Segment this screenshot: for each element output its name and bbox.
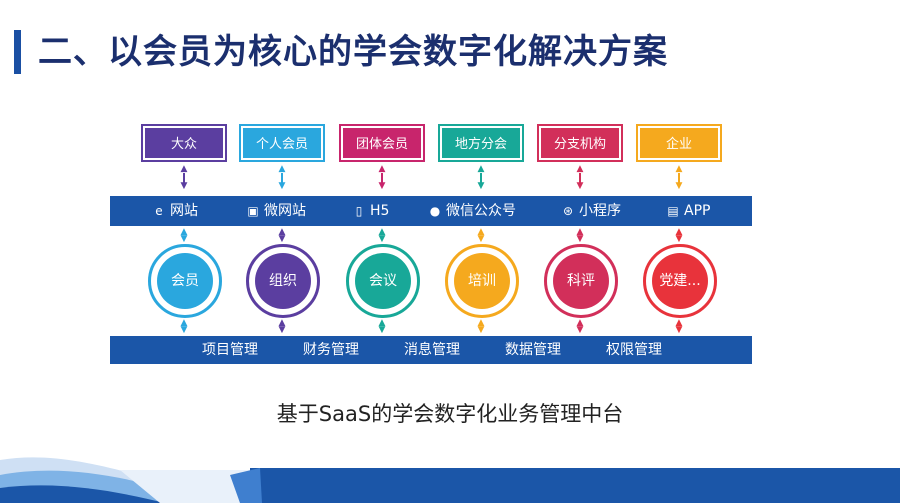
phone-icon: ▯	[355, 204, 363, 218]
top-box-4: 分支机构	[537, 124, 623, 162]
title-accent-bar	[14, 30, 21, 74]
channel-app: ▤ APP	[666, 196, 710, 226]
internet-explorer-icon: e	[155, 204, 163, 218]
top-box-3: 地方分会	[438, 124, 524, 162]
module-label: 会议	[355, 253, 411, 309]
channel-label: 微信公众号	[446, 203, 516, 219]
app-icon: ▤	[667, 204, 679, 218]
management-band	[110, 336, 752, 364]
channel-h5: ▯ H5	[352, 196, 390, 226]
double-arrow-icon: ▲▼	[180, 318, 188, 335]
channel-website: e 网站	[152, 196, 198, 226]
double-arrow-icon: ▲▼	[675, 164, 683, 191]
module-circle-5: 党建...	[643, 244, 717, 318]
channel-label: 小程序	[579, 203, 621, 219]
management-item-4: 权限管理	[606, 342, 662, 358]
channel-label: 网站	[170, 203, 198, 219]
double-arrow-icon: ▲▼	[576, 227, 584, 244]
module-circle-2: 会议	[346, 244, 420, 318]
double-arrow-icon: ▲▼	[180, 227, 188, 244]
module-label: 科评	[553, 253, 609, 309]
module-circle-3: 培训	[445, 244, 519, 318]
channel-label: H5	[370, 203, 390, 219]
double-arrow-icon: ▲▼	[477, 227, 485, 244]
caption: 基于SaaS的学会数字化业务管理中台	[276, 402, 624, 426]
top-box-label: 个人会员	[255, 137, 308, 152]
top-box-label: 团体会员	[355, 137, 408, 152]
double-arrow-icon: ▲▼	[180, 164, 188, 191]
module-circle-4: 科评	[544, 244, 618, 318]
top-box-label: 分支机构	[553, 137, 606, 152]
management-item-0: 项目管理	[202, 342, 258, 358]
module-label: 组织	[255, 253, 311, 309]
module-label: 培训	[454, 253, 510, 309]
channel-micro-site: ▣ 微网站	[246, 196, 306, 226]
double-arrow-icon: ▲▼	[378, 227, 386, 244]
double-arrow-icon: ▲▼	[378, 164, 386, 191]
double-arrow-icon: ▲▼	[477, 164, 485, 191]
top-box-label: 大众	[170, 137, 197, 152]
channel-label: APP	[684, 203, 711, 219]
management-item-1: 财务管理	[303, 342, 359, 358]
management-item-3: 数据管理	[505, 342, 561, 358]
page-title: 二、以会员为核心的学会数字化解决方案	[38, 32, 668, 72]
channel-mini-program: ⊛ 小程序	[561, 196, 621, 226]
module-label: 会员	[157, 253, 213, 309]
footer-wave-decoration	[0, 457, 900, 503]
double-arrow-icon: ▲▼	[477, 318, 485, 335]
module-circle-0: 会员	[148, 244, 222, 318]
channel-wechat: ● 微信公众号	[428, 196, 516, 226]
mini-program-icon: ⊛	[562, 204, 574, 218]
double-arrow-icon: ▲▼	[378, 318, 386, 335]
top-box-1: 个人会员	[239, 124, 325, 162]
management-item-2: 消息管理	[404, 342, 460, 358]
double-arrow-icon: ▲▼	[576, 164, 584, 191]
double-arrow-icon: ▲▼	[278, 318, 286, 335]
double-arrow-icon: ▲▼	[278, 164, 286, 191]
module-label: 党建...	[652, 253, 708, 309]
double-arrow-icon: ▲▼	[576, 318, 584, 335]
module-circle-1: 组织	[246, 244, 320, 318]
top-box-0: 大众	[141, 124, 227, 162]
double-arrow-icon: ▲▼	[278, 227, 286, 244]
double-arrow-icon: ▲▼	[675, 227, 683, 244]
double-arrow-icon: ▲▼	[675, 318, 683, 335]
channel-band	[110, 196, 752, 226]
top-box-5: 企业	[636, 124, 722, 162]
mobile-icon: ▣	[247, 204, 259, 218]
top-box-label: 地方分会	[454, 137, 507, 152]
top-box-label: 企业	[665, 137, 692, 152]
top-box-2: 团体会员	[339, 124, 425, 162]
channel-label: 微网站	[264, 203, 306, 219]
wechat-icon: ●	[429, 204, 441, 218]
